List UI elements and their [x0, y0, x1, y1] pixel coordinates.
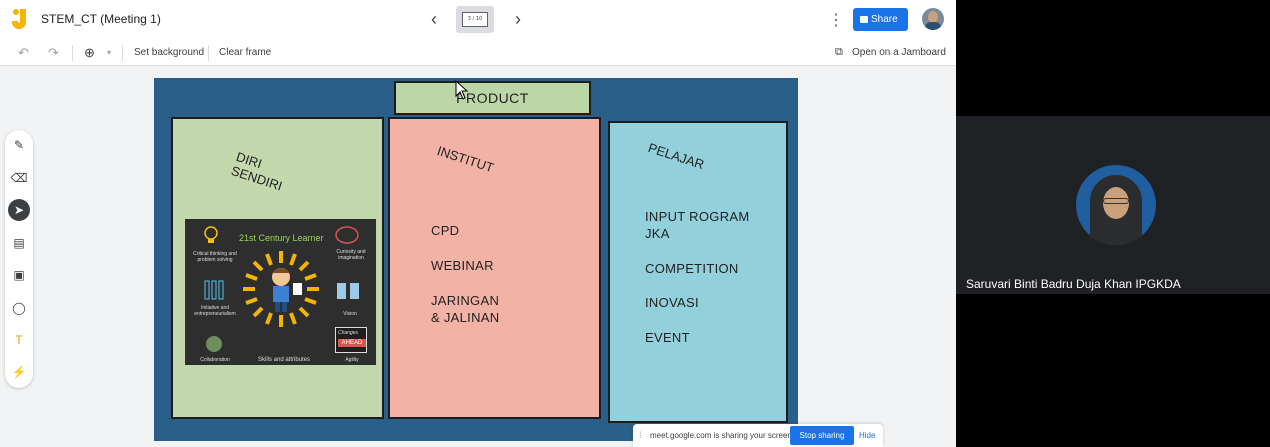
- infographic-label: Curiosity and imagination: [336, 249, 366, 261]
- list-item: CPD: [431, 223, 460, 238]
- list-item: INOVASI: [645, 295, 699, 310]
- screen-share-bar: ⁞ meet.google.com is sharing your screen…: [633, 424, 883, 447]
- infographic-label: Agility: [345, 357, 359, 363]
- share-message: meet.google.com is sharing your screen.: [650, 431, 795, 440]
- sticky-diri-sendiri[interactable]: DIRI SENDIRI 21st Century Learner Critic…: [171, 117, 384, 419]
- sticky-institut[interactable]: INSTITUT CPD WEBINAR JARINGAN & JALINAN: [388, 117, 601, 419]
- tool-panel: ✎ ⌫ ➤ ▤ ▣ ◯ T ⚡: [5, 130, 33, 388]
- drag-handle-icon[interactable]: ⁞: [639, 430, 642, 440]
- lock-icon: [860, 16, 868, 23]
- col3-title: PELAJAR: [646, 140, 706, 173]
- list-item: EVENT: [645, 330, 690, 345]
- avatar[interactable]: [922, 8, 944, 30]
- more-vert-icon[interactable]: ⋮: [828, 12, 844, 29]
- infographic-title: 21st Century Learner: [239, 233, 324, 243]
- chevron-right-icon[interactable]: ›: [515, 9, 521, 29]
- learner-figure-icon: [243, 251, 319, 327]
- jamboard-logo-icon[interactable]: [10, 8, 30, 32]
- infographic-label: Vision: [343, 311, 357, 317]
- toolbar: ↶ ↷ ⊕ ▾ Set background Clear frame ⧉ Ope…: [0, 40, 956, 66]
- open-external-icon[interactable]: ⧉: [835, 46, 843, 58]
- infographic-label: Critical thinking and problem solving: [193, 251, 237, 263]
- sticky-product[interactable]: PRODUCT: [394, 81, 591, 115]
- jam-canvas[interactable]: PRODUCT DIRI SENDIRI 21st Century Learne…: [154, 78, 798, 441]
- lightbulb-icon: [204, 226, 218, 243]
- chevron-down-icon[interactable]: ▾: [107, 48, 112, 57]
- sticky-note-icon[interactable]: ▤: [13, 236, 25, 250]
- frame-counter: 3 / 10: [462, 12, 488, 27]
- eraser-icon[interactable]: ⌫: [10, 171, 28, 185]
- infographic-label: Collaboration: [200, 357, 230, 363]
- list-item: WEBINAR: [431, 258, 494, 273]
- bars-icon: [204, 280, 224, 300]
- brain-icon: [335, 226, 359, 244]
- globe-icon: [206, 336, 222, 352]
- infographic-label: Changes: [338, 330, 359, 336]
- list-item: COMPETITION: [645, 261, 739, 276]
- sticky-pelajar[interactable]: PELAJAR INPUT ROGRAM JKA COMPETITION INO…: [608, 121, 788, 423]
- list-item: JARINGAN: [431, 293, 500, 308]
- vision-icon: [337, 283, 359, 299]
- clear-frame-button[interactable]: Clear frame: [219, 47, 272, 58]
- divider: [72, 45, 73, 61]
- top-bar: STEM_CT (Meeting 1) ‹ 3 / 10 › ⋮ Share: [0, 0, 956, 40]
- select-icon[interactable]: ➤: [8, 199, 30, 221]
- stop-sharing-button[interactable]: Stop sharing: [790, 426, 854, 445]
- list-item: INPUT ROGRAM: [645, 209, 750, 224]
- zoom-icon[interactable]: ⊕: [84, 45, 95, 60]
- undo-icon[interactable]: ↶: [18, 45, 29, 60]
- open-on-jamboard-button[interactable]: Open on a Jamboard: [852, 47, 946, 58]
- participant-name: Saruvari Binti Badru Duja Khan IPGKDA: [966, 277, 1181, 291]
- jamboard-app: STEM_CT (Meeting 1) ‹ 3 / 10 › ⋮ Share ↶…: [0, 0, 956, 447]
- infographic-image[interactable]: 21st Century Learner Critical thinking a…: [185, 219, 376, 365]
- chevron-left-icon[interactable]: ‹: [431, 9, 437, 29]
- set-background-button[interactable]: Set background: [134, 47, 205, 58]
- infographic-label: Skills and attributes: [257, 357, 311, 363]
- changes-ahead-sign: Changes AHEAD: [335, 327, 367, 353]
- redo-icon[interactable]: ↷: [48, 45, 59, 60]
- document-title[interactable]: STEM_CT (Meeting 1): [41, 12, 161, 26]
- circle-icon[interactable]: ◯: [12, 301, 26, 315]
- pen-icon[interactable]: ✎: [13, 138, 25, 152]
- mouse-pointer-icon: [455, 80, 469, 100]
- avatar: [1076, 165, 1156, 245]
- share-label: Share: [871, 14, 898, 25]
- infographic-label: AHEAD: [338, 339, 366, 347]
- text-box-icon[interactable]: T: [15, 333, 23, 347]
- divider: [208, 45, 209, 61]
- list-item: JKA: [645, 226, 670, 241]
- image-icon[interactable]: ▣: [13, 268, 25, 282]
- meet-side-panel: Saruvari Binti Badru Duja Khan IPGKDA: [956, 0, 1270, 447]
- share-button[interactable]: Share: [853, 8, 908, 31]
- col2-title: INSTITUT: [435, 143, 496, 176]
- hide-button[interactable]: Hide: [859, 431, 876, 440]
- participant-tile[interactable]: Saruvari Binti Badru Duja Khan IPGKDA: [956, 116, 1270, 294]
- divider: [122, 45, 123, 61]
- frame-bar-toggle[interactable]: 3 / 10: [456, 6, 494, 33]
- laser-icon[interactable]: ⚡: [11, 365, 27, 379]
- infographic-label: Initiative and entrepreneurialism: [194, 305, 236, 317]
- list-item: & JALINAN: [431, 310, 500, 325]
